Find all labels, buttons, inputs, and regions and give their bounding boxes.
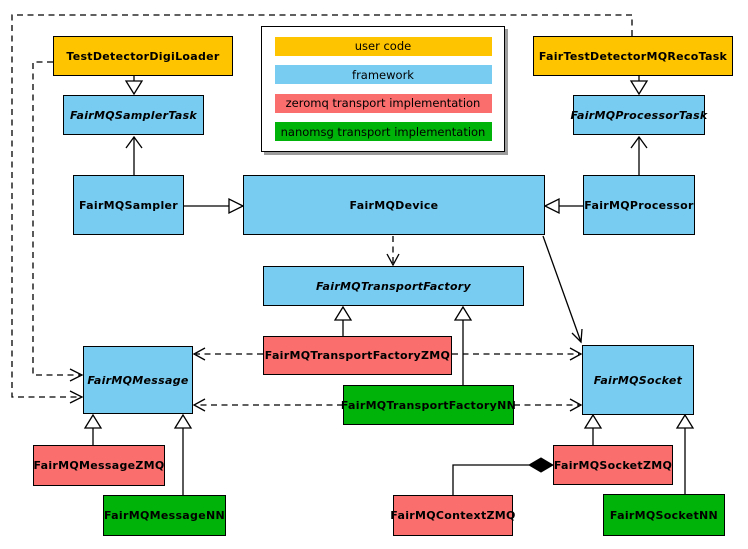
node-fairmqmessagenn: FairMQMessageNN bbox=[103, 495, 226, 536]
edge-factorynn-factory bbox=[453, 305, 473, 385]
node-fairmqmessage: FairMQMessage bbox=[83, 346, 193, 414]
legend-item-nanomsg: nanomsg transport implementation bbox=[274, 122, 492, 142]
node-fairmqtransportfactoryzmq: FairMQTransportFactoryZMQ bbox=[263, 336, 452, 375]
edge-recotask-to-message bbox=[11, 14, 633, 404]
legend-item-framework: framework bbox=[274, 65, 492, 85]
node-fairmqsocketnn: FairMQSocketNN bbox=[603, 494, 725, 536]
edge-device-transportfactory bbox=[386, 236, 400, 267]
node-fairtestdetectormqrecotask: FairTestDetectorMQRecoTask bbox=[533, 36, 733, 76]
node-fairmqsamplertask: FairMQSamplerTask bbox=[63, 95, 204, 135]
legend-box: user code framework zeromq transport imp… bbox=[261, 26, 505, 152]
node-fairmqprocessor: FairMQProcessor bbox=[583, 175, 695, 235]
edge-socketnn-socket bbox=[675, 413, 695, 494]
node-fairmqmessagezmq: FairMQMessageZMQ bbox=[33, 445, 165, 486]
edge-socketzmq-socket bbox=[583, 413, 603, 445]
edge-messagenn-message bbox=[173, 413, 193, 495]
edge-sampler-device bbox=[184, 197, 245, 215]
legend-item-zeromq: zeromq transport implementation bbox=[274, 93, 492, 113]
node-fairmqprocessortask: FairMQProcessorTask bbox=[570, 95, 707, 135]
edge-digiloader-samplertask bbox=[124, 76, 144, 96]
edge-factorynn-socket bbox=[514, 398, 583, 412]
node-fairmqtransportfactory: FairMQTransportFactory bbox=[263, 266, 524, 306]
edge-digiloader-to-message bbox=[32, 61, 84, 382]
edge-messagezmq-message bbox=[83, 413, 103, 445]
edge-contextzmq-socketzmq bbox=[452, 457, 554, 495]
node-fairmqcontextzmq: FairMQContextZMQ bbox=[390, 495, 515, 536]
node-fairmqsampler: FairMQSampler bbox=[73, 175, 184, 235]
edge-sampler-samplertask bbox=[125, 135, 143, 175]
edge-factoryzmq-factory bbox=[333, 305, 353, 336]
edge-factorynn-message bbox=[192, 398, 343, 412]
edge-factoryzmq-socket bbox=[452, 347, 583, 361]
edge-device-socket bbox=[542, 235, 583, 344]
edge-recotask-processortask bbox=[629, 76, 649, 96]
edge-factoryzmq-message bbox=[192, 347, 263, 361]
legend-item-user-code: user code bbox=[274, 36, 492, 56]
edge-processor-device bbox=[543, 197, 583, 215]
node-testdetectordigiloader: TestDetectorDigiLoader bbox=[53, 36, 233, 76]
node-fairmqdevice: FairMQDevice bbox=[243, 175, 545, 235]
node-fairmqsocketzmq: FairMQSocketZMQ bbox=[553, 445, 673, 485]
edge-processor-processortask bbox=[630, 135, 648, 175]
node-fairmqtransportfactorynn: FairMQTransportFactoryNN bbox=[341, 385, 516, 425]
node-fairmqsocket: FairMQSocket bbox=[582, 345, 694, 415]
